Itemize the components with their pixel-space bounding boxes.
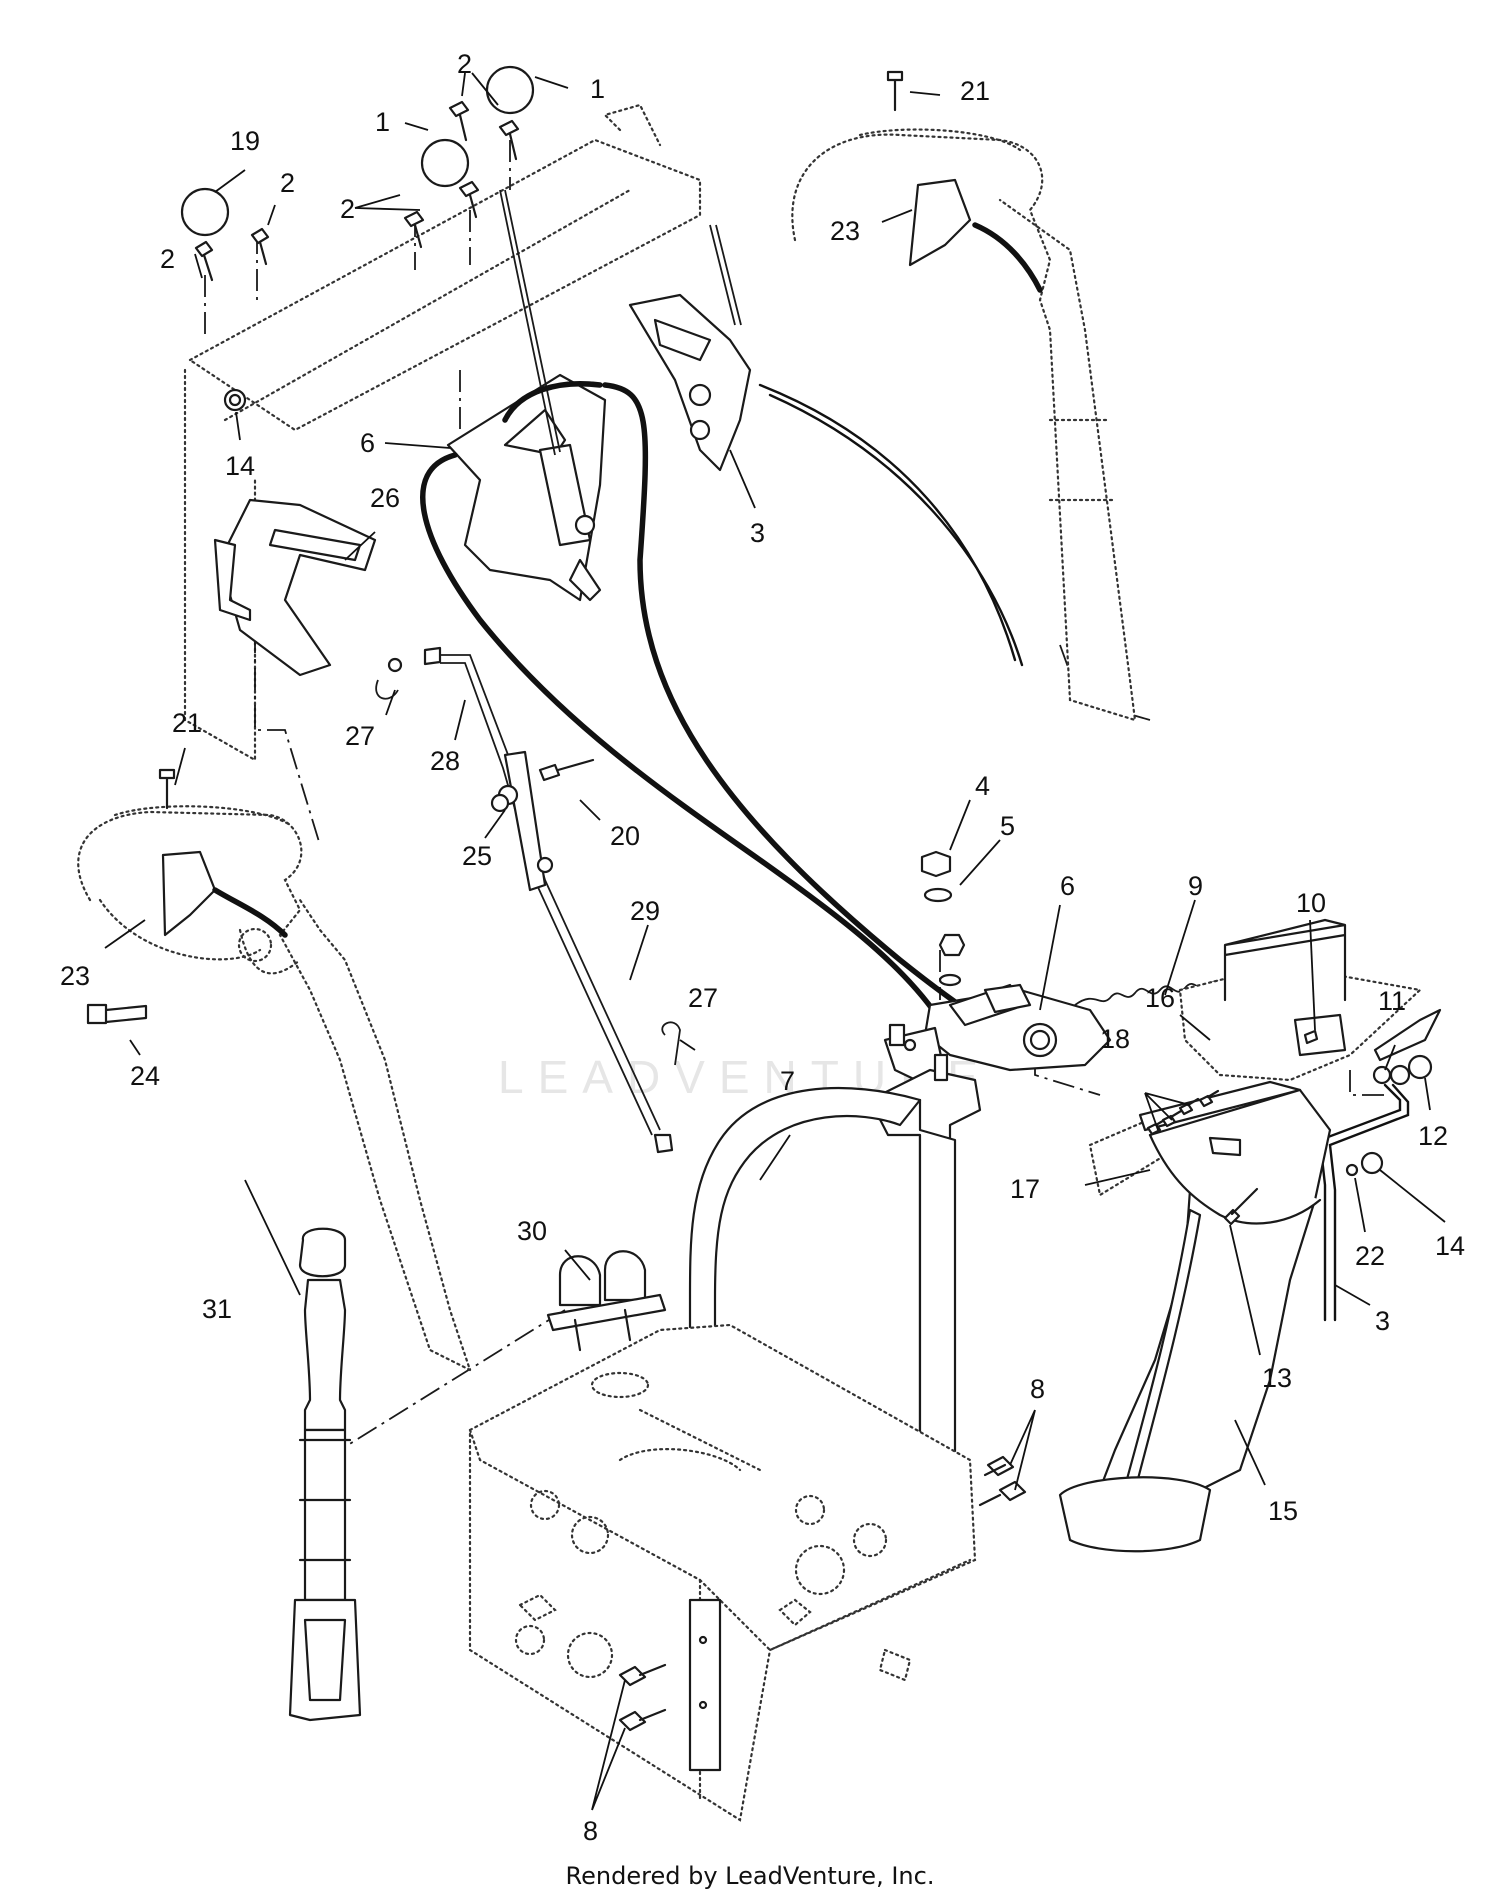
knob-1b (485, 65, 535, 115)
callout-3-lower: 3 (1375, 1306, 1390, 1336)
callout-2-mid-left: 2 (340, 194, 355, 224)
callout-22: 22 (1355, 1241, 1385, 1271)
callout-6-lower: 6 (1060, 871, 1075, 901)
callout-27-right: 27 (688, 983, 718, 1013)
callout-19: 19 (230, 126, 260, 156)
callout-21-upper: 21 (960, 76, 990, 106)
callout-9: 9 (1188, 871, 1203, 901)
callout-1-right: 1 (590, 74, 605, 104)
gearbox-housing (468, 1323, 977, 1822)
callout-24: 24 (130, 1061, 160, 1091)
left-handle-lower (77, 768, 472, 1373)
callout-12: 12 (1418, 1121, 1448, 1151)
callout-27-left: 27 (345, 721, 375, 751)
callout-23-lower: 23 (60, 961, 90, 991)
screws-2 (194, 100, 520, 282)
callout-17: 17 (1010, 1174, 1040, 1204)
callout-14-right: 14 (1435, 1231, 1465, 1261)
callout-4: 4 (975, 771, 990, 801)
chute-deflector-16 (1178, 918, 1442, 1082)
mount-plate (618, 1455, 1027, 1772)
knob-19 (180, 187, 230, 237)
callout-6-upper: 6 (360, 428, 375, 458)
speed-control-panel (446, 189, 607, 602)
callout-7: 7 (780, 1066, 795, 1096)
chute-cable-upper (502, 381, 1003, 1033)
callout-15: 15 (1268, 1496, 1298, 1526)
callout-8-right: 8 (1030, 1374, 1045, 1404)
knob-1a (420, 138, 470, 188)
right-handle-upper (791, 70, 1137, 722)
callout-29: 29 (630, 896, 660, 926)
chute-hardware (1318, 1054, 1433, 1322)
callout-8-bottom: 8 (583, 1816, 598, 1846)
callout-23-upper: 23 (830, 216, 860, 246)
chute-crank-bracket (883, 933, 1112, 1084)
callout-14-left: 14 (225, 451, 255, 481)
callout-16: 16 (1145, 983, 1175, 1013)
callout-labels: 1 1 2 2 2 2 2 2 19 21 23 14 6 26 3 27 28… (60, 49, 1465, 1846)
upper-handle-frame (183, 103, 702, 762)
callout-5: 5 (1000, 811, 1015, 841)
left-bracket-26 (213, 498, 403, 700)
callout-25: 25 (462, 841, 492, 871)
callout-2-top: 2 (457, 49, 472, 79)
callout-30: 30 (517, 1216, 547, 1246)
callout-3-upper: 3 (750, 518, 765, 548)
callout-2-far-left: 2 (160, 244, 175, 274)
callout-11: 11 (1378, 986, 1406, 1016)
callout-1-left: 1 (375, 107, 390, 137)
callout-31: 31 (202, 1294, 232, 1324)
clamp-30 (546, 1250, 667, 1352)
rod-28-29 (423, 646, 681, 1154)
callout-21-lower: 21 (172, 708, 202, 738)
callout-13: 13 (1262, 1363, 1292, 1393)
chute-cable (420, 452, 943, 1023)
callout-leaders (104, 72, 1446, 1811)
discharge-chute (1058, 1080, 1332, 1553)
callout-10: 10 (1296, 888, 1326, 918)
callout-28: 28 (430, 746, 460, 776)
callout-18: 18 (1100, 1024, 1130, 1054)
nuts (223, 388, 953, 903)
callout-26: 26 (370, 483, 400, 513)
callout-2-upper-left: 2 (280, 168, 295, 198)
lever-bracket-3 (628, 224, 1024, 667)
handle-31 (288, 1227, 362, 1722)
footer-credit: Rendered by LeadVenture, Inc. (565, 1862, 935, 1890)
callout-20: 20 (610, 821, 640, 851)
